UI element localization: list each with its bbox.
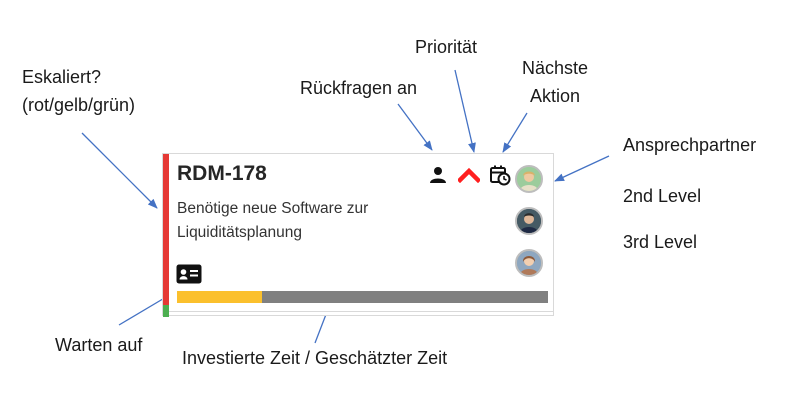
annotation-escalated-line1: Eskaliert? bbox=[22, 67, 102, 87]
third-level-avatar[interactable] bbox=[515, 249, 543, 277]
chevron-up-icon[interactable] bbox=[458, 167, 480, 183]
contact-avatar[interactable] bbox=[515, 165, 543, 193]
annotation-contact: Ansprechpartner bbox=[623, 135, 757, 155]
annotation-priority: Priorität bbox=[415, 37, 478, 57]
annotation-next-action-line2: Aktion bbox=[530, 86, 581, 106]
annotation-time: Investierte Zeit / Geschätzter Zeit bbox=[182, 348, 448, 368]
third-level-avatar-image bbox=[517, 251, 541, 275]
second-level-avatar-image bbox=[517, 209, 541, 233]
arrow-contact bbox=[554, 155, 610, 182]
arrow-next-action bbox=[502, 112, 528, 153]
annotation-second-level: 2nd Level bbox=[623, 186, 702, 206]
card-divider bbox=[169, 311, 554, 312]
ticket-id[interactable]: RDM-178 bbox=[177, 162, 267, 185]
annotation-next-action-line1: Nächste bbox=[522, 58, 589, 78]
annotation-waiting: Warten auf bbox=[55, 335, 143, 355]
time-progress-fill bbox=[177, 291, 263, 303]
annotation-inquire: Rückfragen an bbox=[300, 78, 418, 98]
calendar-clock-icon[interactable] bbox=[489, 164, 511, 186]
annotation-third-level: 3rd Level bbox=[623, 232, 698, 252]
escalation-status-bar-end bbox=[163, 305, 169, 317]
person-icon[interactable] bbox=[429, 166, 447, 184]
ticket-card[interactable]: RDM-178 Benötige neue Software zur Liqui… bbox=[162, 153, 554, 317]
escalation-status-bar bbox=[163, 154, 169, 305]
arrow-escalated bbox=[81, 132, 158, 209]
arrow-inquire bbox=[397, 103, 433, 151]
ticket-description: Benötige neue Software zur Liquiditätspl… bbox=[177, 200, 369, 241]
second-level-avatar[interactable] bbox=[515, 207, 543, 235]
annotation-escalated-line2: (rot/gelb/grün) bbox=[22, 95, 136, 115]
contact-card-icon[interactable] bbox=[176, 264, 202, 284]
arrow-priority bbox=[454, 69, 476, 153]
contact-avatar-image bbox=[517, 167, 541, 191]
time-progress-bar bbox=[177, 291, 548, 303]
